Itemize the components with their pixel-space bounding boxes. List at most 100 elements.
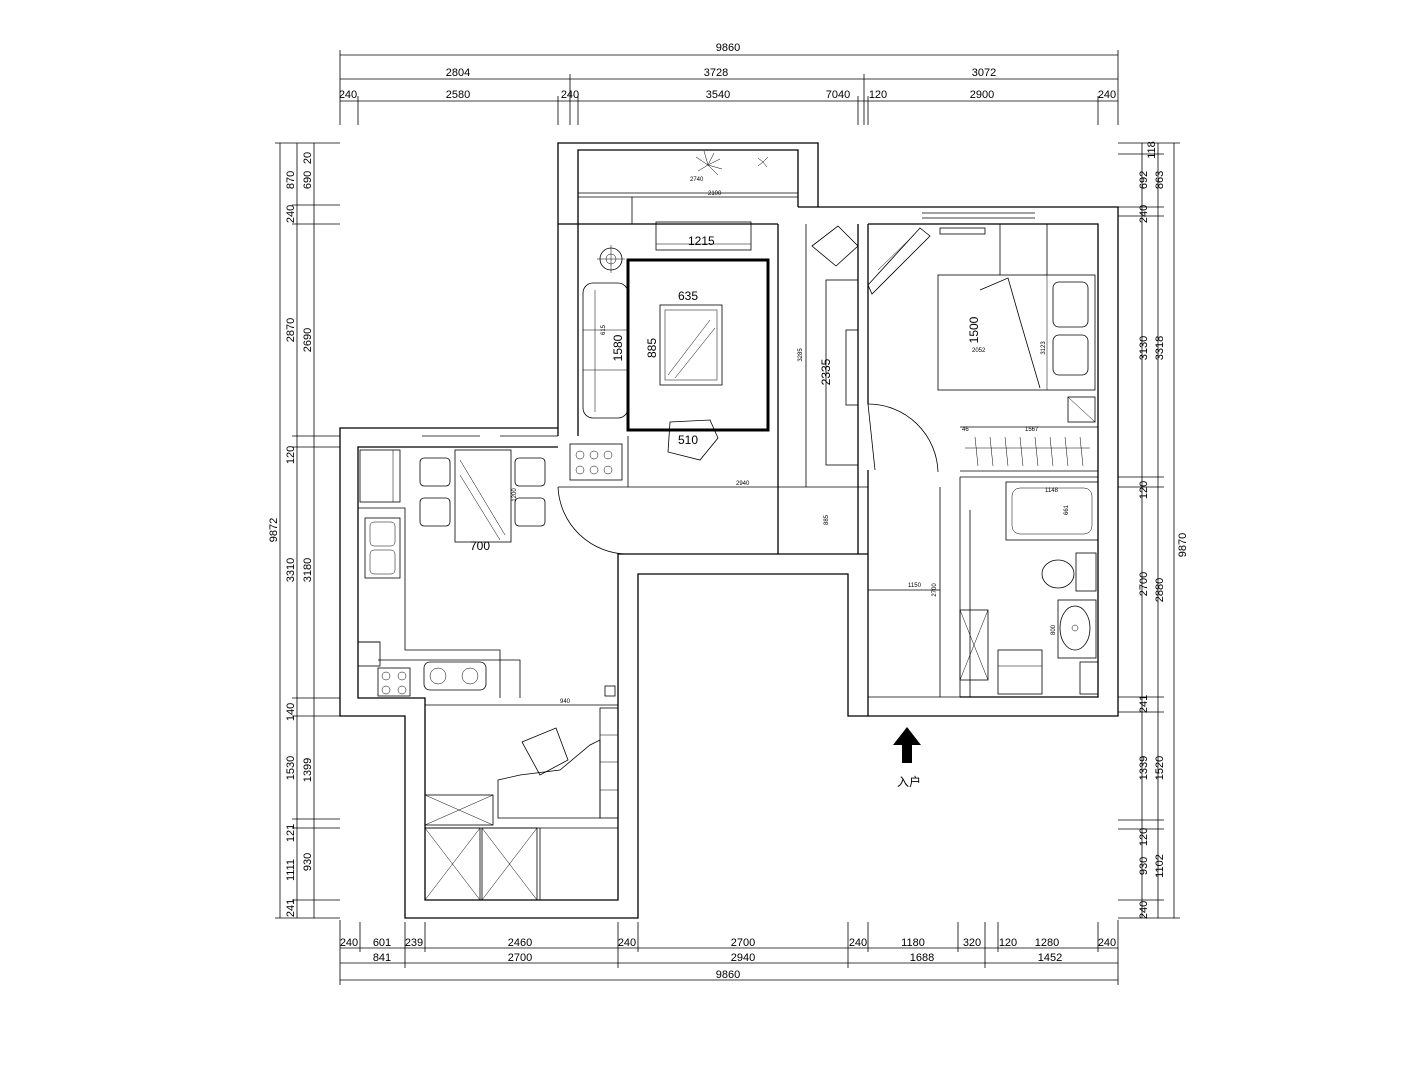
dim-right-3-3: 1520 [1154,756,1166,780]
office-chair-icon [521,727,569,776]
dim-top-3-7: 240 [1098,89,1116,101]
dim-bottom-1-3: 2460 [508,937,532,949]
dim-top-3-6: 2900 [970,89,994,101]
bathtub-icon [1005,481,1099,541]
basin-label: 800 [1051,624,1057,635]
dim-bottom-1-1: 601 [373,937,391,949]
entrance-label: 入户 [897,774,921,789]
dim-right-2-8: 120 [1138,828,1150,846]
dim-bottom-2-1: 2700 [508,952,532,964]
dim-bottom-1-9: 120 [999,937,1017,949]
dim-left-2-9: 241 [285,899,297,917]
dim-right-outer: 9870 [1177,533,1189,557]
dim-bottom-1-11: 240 [1098,937,1116,949]
exterior-walls [339,142,1119,919]
dim-left-2-7: 121 [285,824,297,842]
dim-left-3-5: 930 [302,853,314,871]
sofa-seat: 615 [601,324,607,335]
wardrobe-top-icon [867,227,931,295]
left-dimensions: 9872 870 240 2870 120 3310 140 1530 121 … [268,142,340,919]
dim-bottom-1-0: 240 [340,937,358,949]
dim-left-2-2: 2870 [285,318,297,342]
dim-right-2-3: 3130 [1138,336,1150,360]
study: 940 [424,699,619,901]
desk-icon [497,739,601,819]
dim-right-3-1: 3318 [1154,336,1166,360]
tv-wall-label: 2335 [819,358,833,385]
cooktop-icon [569,443,623,481]
storage-boxes-icon [424,794,618,901]
hall-length-label: 2700 [932,583,938,597]
kitchen: 700 1200 [357,449,616,698]
dim-bottom-1-5: 2700 [731,937,755,949]
dim-bottom-2-2: 2940 [731,952,755,964]
cabinet-icon [1079,661,1099,695]
entrance-arrow-icon [893,727,921,763]
balcony-width-label: 2100 [708,191,722,197]
right-dimensions: 118 692 240 3130 120 2700 241 1339 120 9… [1118,141,1189,919]
fridge-icon [359,449,401,503]
dim-bottom-1-2: 239 [405,937,423,949]
bookshelf-icon [599,707,619,819]
dim-right-3-0: 863 [1154,171,1166,189]
wardrobe-label: 1567 [1025,427,1039,433]
bed-length: 2052 [972,348,986,354]
bath-depth-label: 661 [1064,504,1070,515]
laptop-icon [811,225,859,267]
pillow-icon [1052,281,1089,376]
corridor-label: 885 [824,514,830,525]
dim-left-3-3: 3180 [302,558,314,582]
dining-chairs-icon [419,457,546,527]
dim-bottom-2-4: 1452 [1038,952,1062,964]
washer-icon [997,649,1043,695]
dim-right-2-10: 240 [1138,901,1150,919]
interior-walls [557,224,1098,700]
dim-left-2-1: 240 [285,205,297,223]
dim-left-2-6: 1530 [285,756,297,780]
dining-table-icon [454,449,512,543]
dim-right-2-5: 2700 [1138,572,1150,596]
hall-width-label: 1150 [908,583,922,589]
radiator-icon [939,227,986,235]
dim-left-3-4: 1399 [302,758,314,782]
dim-top-3-2: 240 [561,89,579,101]
living-width-label: 2940 [736,481,750,487]
wardrobe-icon [965,436,1090,467]
dim-right-2-4: 120 [1138,481,1150,499]
dim-bottom-overall: 9860 [716,969,740,981]
dim-bottom-1-4: 240 [618,937,636,949]
dim-top-3-5: 120 [869,89,887,101]
dim-top-3-0: 240 [339,89,357,101]
dim-top-2-1: 3728 [704,67,728,79]
dim-right-2-0: 118 [1146,141,1158,159]
dim-left-2-0: 870 [285,171,297,189]
sofa-length: 1215 [688,234,715,248]
armchair-top-icon [655,221,752,251]
dim-left-3-0: 20 [302,152,314,164]
dim-top-2-2: 3072 [972,67,996,79]
lamp-icon [597,245,625,273]
nightstand-icon [1067,396,1096,423]
dim-top-3-3: 3540 [706,89,730,101]
top-dimensions: 9860 2804 3728 3072 240 2580 240 3540 70… [339,42,1119,125]
bed-side: 3123 [1041,341,1047,355]
dining-table-label: 700 [470,539,490,553]
living-room: 635 885 1580 615 1215 510 2940 [569,221,859,525]
armchair-bottom-icon [667,419,719,461]
stove-icon [377,667,411,697]
dim-left-2-4: 3310 [285,558,297,582]
dim-right-3-2: 2880 [1154,578,1166,602]
dim-left-2-5: 140 [285,703,297,721]
bed-width: 1500 [967,316,981,343]
toilet-icon [1041,552,1097,592]
dim-top-3-1: 2580 [446,89,470,101]
dim-top-2-0: 2804 [446,67,470,79]
dim-right-2-9: 930 [1138,857,1150,875]
hall: 1150 2700 入户 [893,583,938,789]
sink-icon [364,517,401,579]
gas-hob-icon [423,661,487,691]
balcony: 2740 2100 [690,150,769,197]
dining-depth-label: 1200 [512,488,518,502]
dim-bottom-1-10: 1280 [1035,937,1059,949]
